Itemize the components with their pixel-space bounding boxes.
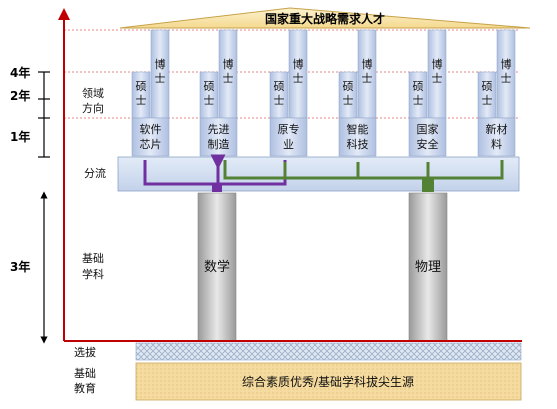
master-label-2: 士 [274,94,285,107]
master-label-2: 士 [343,94,354,107]
doctor-label-1: 博 [293,58,304,71]
year-label-4: 4年 [10,65,30,80]
field-box [338,117,377,157]
foundation: 综合素质优秀/基础学科拔尖生源 [135,362,522,401]
basic-columns: 数学 物理 [197,192,448,342]
master-label-1: 硕 [274,80,285,93]
row-label-basic-subject-1: 基础 [82,252,104,265]
field-label-1: 软件 [140,122,162,136]
row-label-selection: 选拔 [74,345,96,359]
doctor-label-2: 士 [362,72,373,85]
row-label-basic-edu-1: 基础 [74,367,96,380]
row-label-basic-subject-2: 学科 [82,267,104,281]
row-label-basic-edu-2: 教育 [74,381,96,395]
field-label-1: 智能 [347,122,369,136]
field-label-2: 业 [283,138,294,151]
doctor-label-2: 士 [501,72,512,85]
field-box [269,117,308,157]
split-band [117,156,520,192]
physics-flow-path [223,160,504,180]
doctor-label-1: 博 [223,58,234,71]
field-label-2: 料 [491,137,502,151]
row-label-field-1: 领域 [82,87,104,100]
master-label-2: 士 [482,94,493,107]
physics-flow-joint [422,178,434,192]
roof-shape [119,7,531,29]
field-label-1: 国家 [417,122,439,136]
master-label-1: 硕 [136,80,147,93]
field-label-1: 先进 [208,123,230,136]
row-label-split: 分流 [84,166,106,180]
field-label-2: 制造 [208,137,230,151]
doctor-label-2: 士 [223,72,234,85]
field-label-1: 新材 [486,122,508,136]
field-label-2: 芯片 [140,137,162,151]
foundation-rect [135,362,522,401]
year-label-3: 3年 [10,259,30,274]
field-label-2: 科技 [347,137,369,151]
field-label-2: 安全 [417,137,439,151]
doctor-label-2: 士 [155,72,166,85]
foundation-label: 综合素质优秀/基础学科拔尖生源 [242,374,414,389]
master-label-2: 士 [204,94,215,107]
math-flow-joint [212,184,222,192]
field-label-1: 原专 [278,122,300,136]
master-label-1: 硕 [204,80,215,93]
math-label: 数学 [204,259,230,275]
flow-arrows [143,154,504,192]
master-label-2: 士 [413,94,424,107]
physics-label: 物理 [415,260,441,275]
doctor-label-1: 博 [155,58,166,71]
doctor-label-2: 士 [432,72,443,85]
pillars: 博士硕士软件芯片博士硕士先进制造博士硕士原专业博士硕士智能科技博士硕士国家安全博… [131,29,516,157]
field-box [131,117,170,157]
split-band-rect [117,156,520,192]
doctor-label-1: 博 [432,58,443,71]
math-column [197,192,237,342]
master-label-1: 硕 [413,80,424,93]
doctor-label-2: 士 [293,72,304,85]
year-label-1: 1年 [10,129,30,144]
red-frame [58,8,522,342]
master-label-2: 士 [136,94,147,107]
doctor-label-1: 博 [362,58,373,71]
roof-title: 国家重大战略需求人才 [265,11,385,26]
master-label-1: 硕 [343,80,354,93]
year-axis [38,71,50,344]
field-box [408,117,447,157]
doctor-label-1: 博 [501,58,512,71]
field-box [199,117,238,157]
master-label-1: 硕 [482,80,493,93]
row-label-field-2: 方向 [82,101,104,115]
year-label-2: 2年 [10,88,30,103]
field-box [477,117,516,157]
selection-band [135,342,522,361]
roof: 国家重大战略需求人才 [119,7,531,29]
